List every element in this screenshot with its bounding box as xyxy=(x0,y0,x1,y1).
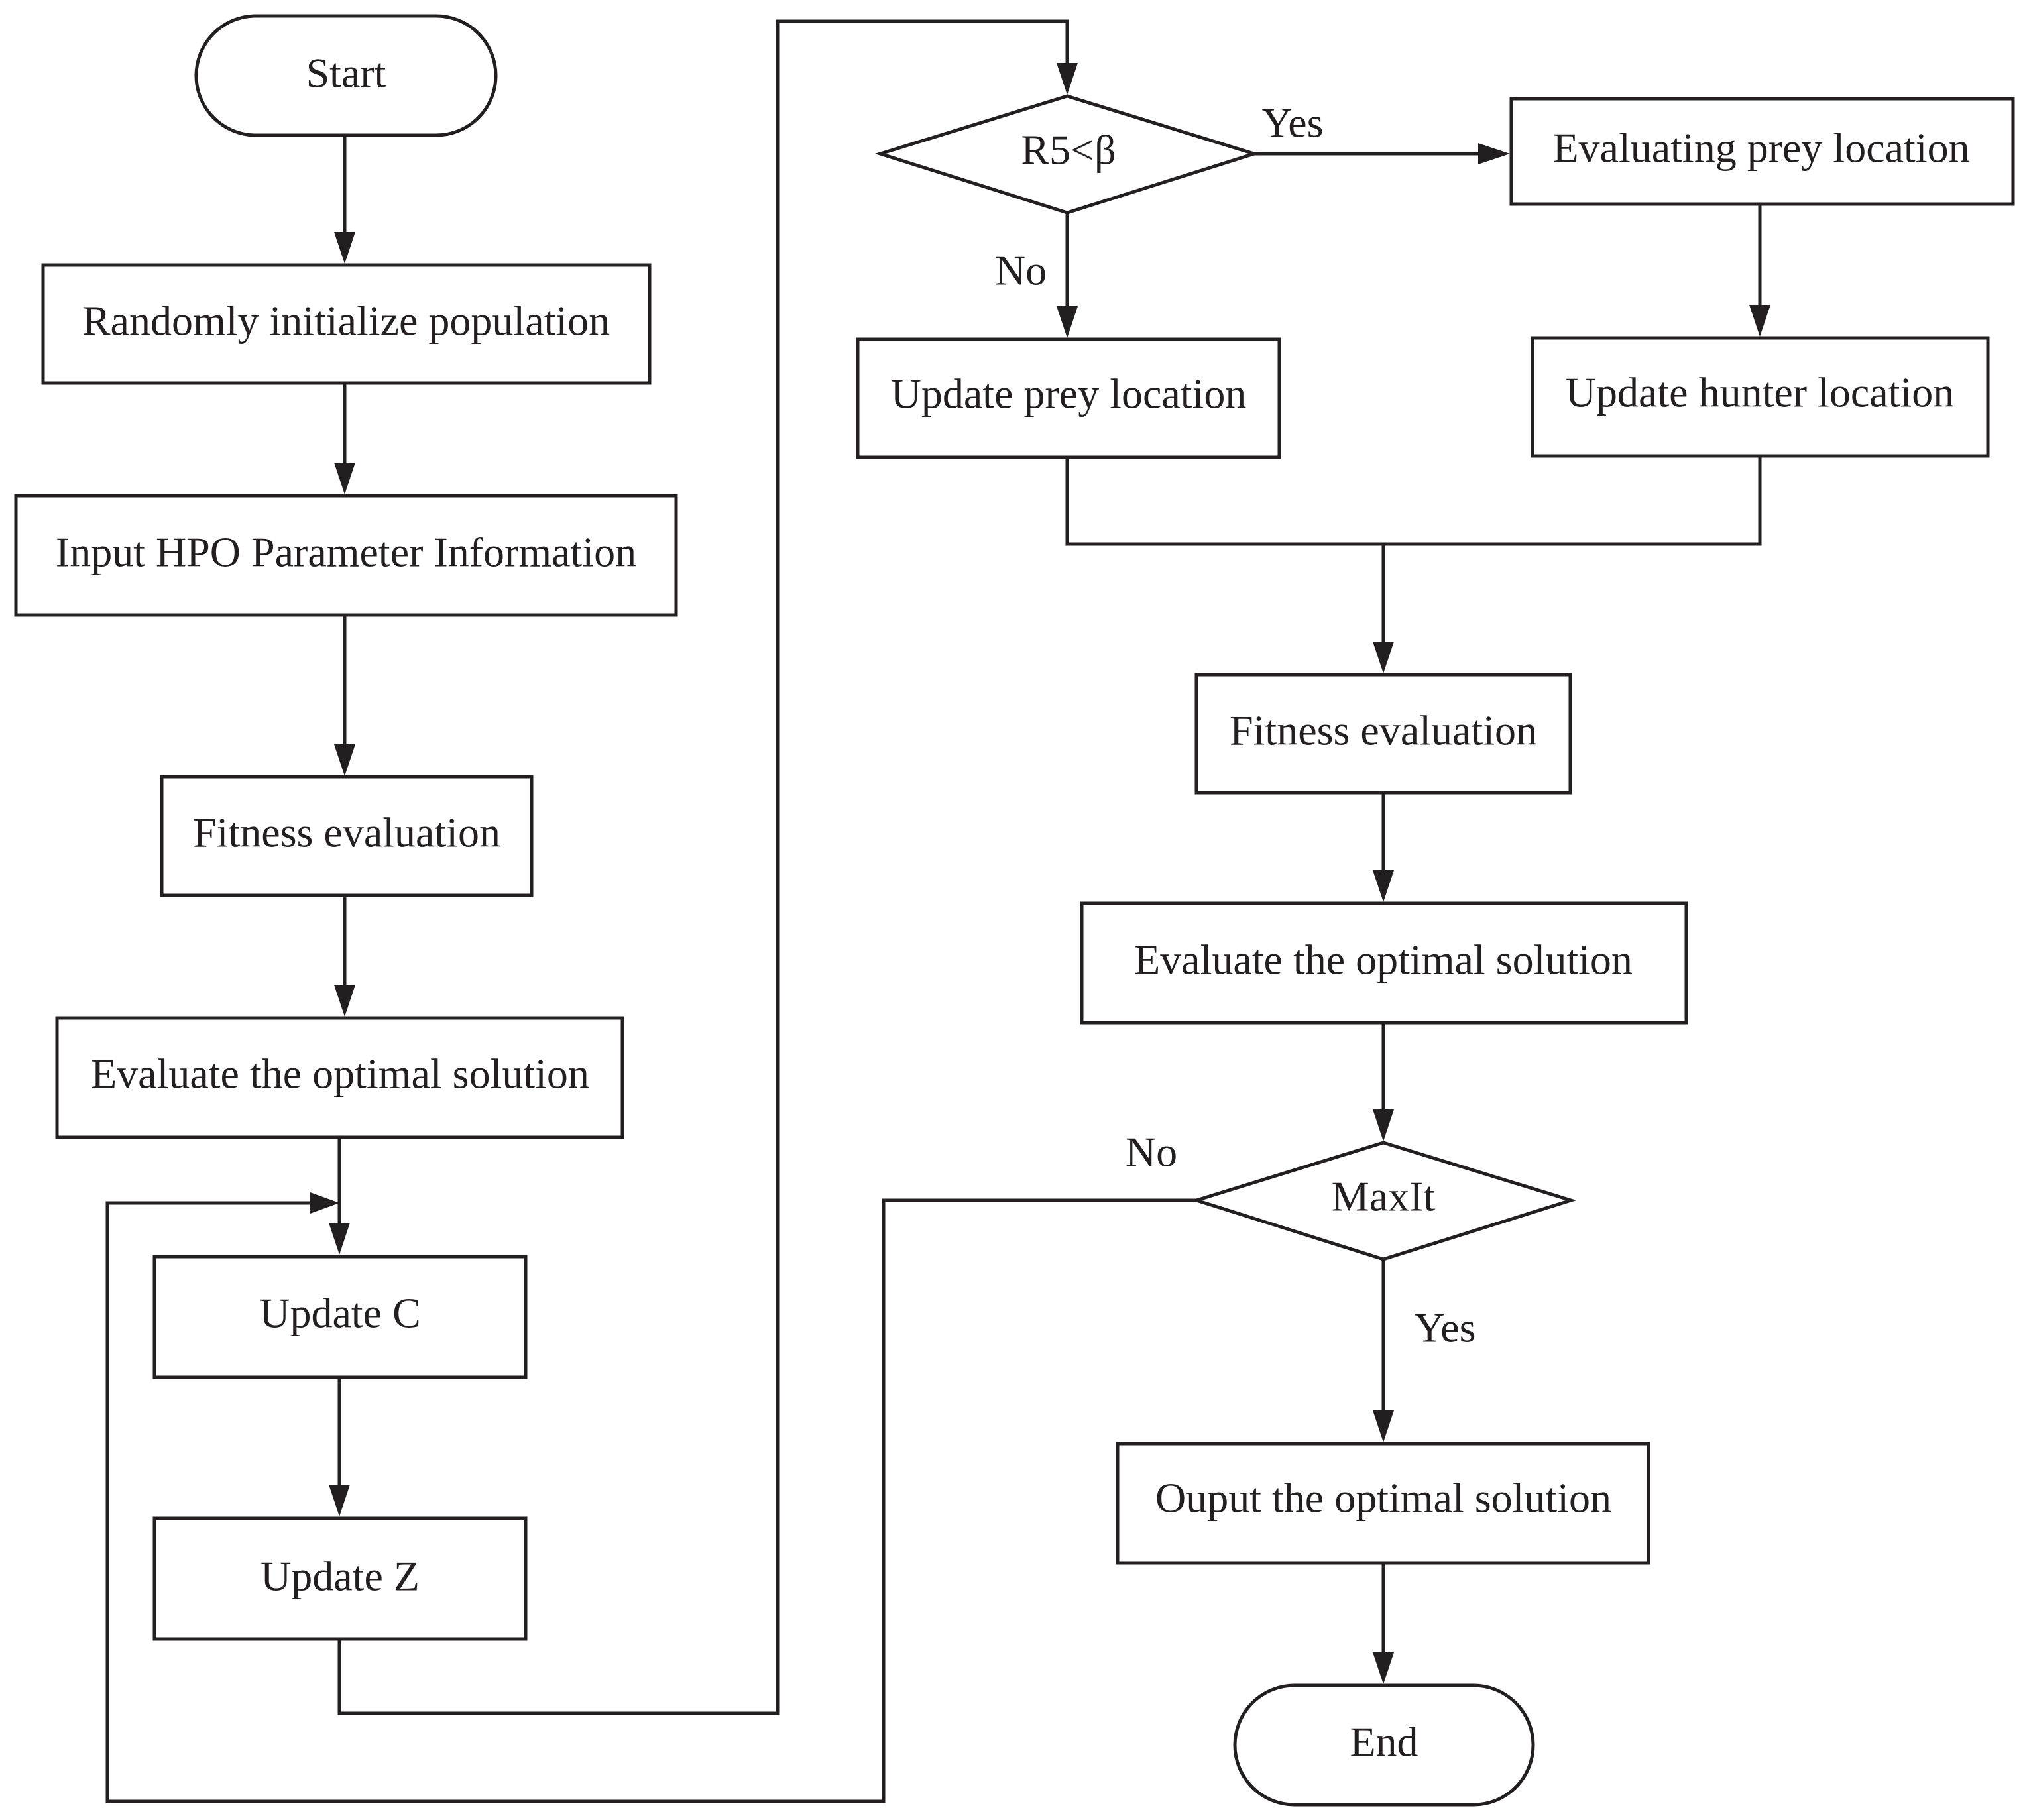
node-output-optimal-label: Ouput the optimal solution xyxy=(1155,1475,1611,1522)
node-output-optimal: Ouput the optimal solution xyxy=(1116,1442,1650,1565)
label-r5-yes: Yes xyxy=(1261,99,1323,146)
node-decision-maxit-label: MaxIt xyxy=(1332,1173,1436,1220)
node-end-label: End xyxy=(1350,1719,1418,1766)
label-maxit-no: No xyxy=(1126,1129,1177,1176)
arrow-eval2 xyxy=(1373,870,1394,902)
arrow-end xyxy=(1373,1652,1394,1684)
edge-prey-merge xyxy=(1065,456,1762,546)
label-r5-no: No xyxy=(995,247,1047,294)
node-end: End xyxy=(1233,1683,1535,1807)
node-update-c-label: Update C xyxy=(259,1290,421,1337)
node-eval-prey-location: Evaluating prey location xyxy=(1509,97,2015,206)
arrow-eval1 xyxy=(334,985,355,1017)
node-fitness-eval-2-label: Fitness evaluation xyxy=(1230,707,1537,754)
arrow-updatec xyxy=(329,1223,350,1255)
arrow-eval-prey xyxy=(1478,143,1510,164)
arrow-fitness2 xyxy=(1373,642,1394,673)
node-decision-r5: R5<β xyxy=(874,94,1260,215)
arrow-output xyxy=(1373,1410,1394,1442)
node-eval-optimal-1: Evaluate the optimal solution xyxy=(55,1016,624,1139)
node-decision-maxit: MaxIt xyxy=(1190,1141,1577,1261)
node-input-params-label: Input HPO Parameter Information xyxy=(56,529,636,576)
node-update-prey-location-label: Update prey location xyxy=(891,370,1247,418)
arrow-maxit xyxy=(1373,1109,1394,1141)
edges xyxy=(105,19,1770,1803)
node-fitness-eval-1: Fitness evaluation xyxy=(160,775,534,897)
label-maxit-yes: Yes xyxy=(1414,1304,1475,1351)
node-update-hunter-location: Update hunter location xyxy=(1531,336,1990,458)
node-decision-r5-label: R5<β xyxy=(1021,127,1116,174)
node-update-c: Update C xyxy=(152,1255,528,1379)
node-fitness-eval-1-label: Fitness evaluation xyxy=(193,809,500,856)
edge-maxit-no xyxy=(105,1198,1196,1803)
node-eval-prey-location-label: Evaluating prey location xyxy=(1552,125,1969,172)
arrow-loop-back xyxy=(310,1192,339,1214)
arrow-params xyxy=(334,463,355,494)
node-eval-optimal-2-label: Evaluate the optimal solution xyxy=(1134,937,1633,984)
arrow-init xyxy=(334,232,355,264)
node-update-z: Update Z xyxy=(152,1516,528,1641)
node-init-population: Randomly initialize population xyxy=(41,263,652,385)
node-update-prey-location: Update prey location xyxy=(856,337,1281,459)
arrow-r5 xyxy=(1057,63,1078,95)
node-eval-optimal-2: Evaluate the optimal solution xyxy=(1080,901,1688,1025)
node-input-params: Input HPO Parameter Information xyxy=(14,494,678,617)
node-fitness-eval-2: Fitness evaluation xyxy=(1194,673,1572,795)
node-start: Start xyxy=(194,14,498,137)
arrow-update-prey xyxy=(1057,306,1078,338)
node-update-z-label: Update Z xyxy=(260,1553,420,1600)
node-update-hunter-location-label: Update hunter location xyxy=(1566,369,1954,416)
arrow-fitness1 xyxy=(334,744,355,776)
arrow-update-hunter xyxy=(1749,305,1770,337)
edge-updatez-to-r5 xyxy=(337,19,1069,1715)
node-start-label: Start xyxy=(306,50,386,97)
node-eval-optimal-1-label: Evaluate the optimal solution xyxy=(91,1051,589,1098)
node-init-population-label: Randomly initialize population xyxy=(82,298,610,345)
arrow-updatez xyxy=(329,1485,350,1516)
